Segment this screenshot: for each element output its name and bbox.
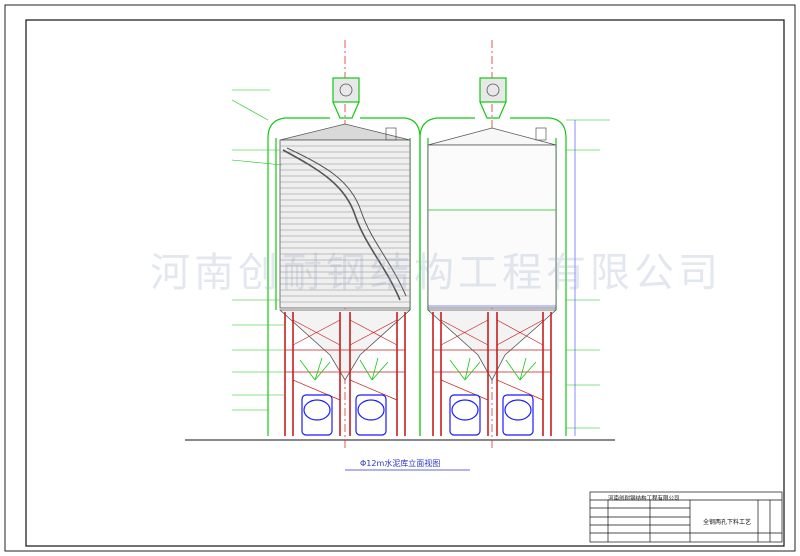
sheet-border	[4, 4, 796, 552]
left-silo	[267, 77, 421, 436]
title-block	[589, 491, 783, 543]
title-block-drawing-title: 全钢两孔下料工艺	[703, 519, 752, 526]
left-annotations	[231, 89, 285, 411]
right-annotations	[566, 119, 610, 429]
title-block-company: 河南创耐钢结构工程有限公司	[608, 496, 680, 502]
drawing-caption: Φ12m水泥库立面视图	[360, 459, 441, 468]
drawing-frame	[25, 19, 785, 547]
right-silo	[419, 77, 567, 436]
